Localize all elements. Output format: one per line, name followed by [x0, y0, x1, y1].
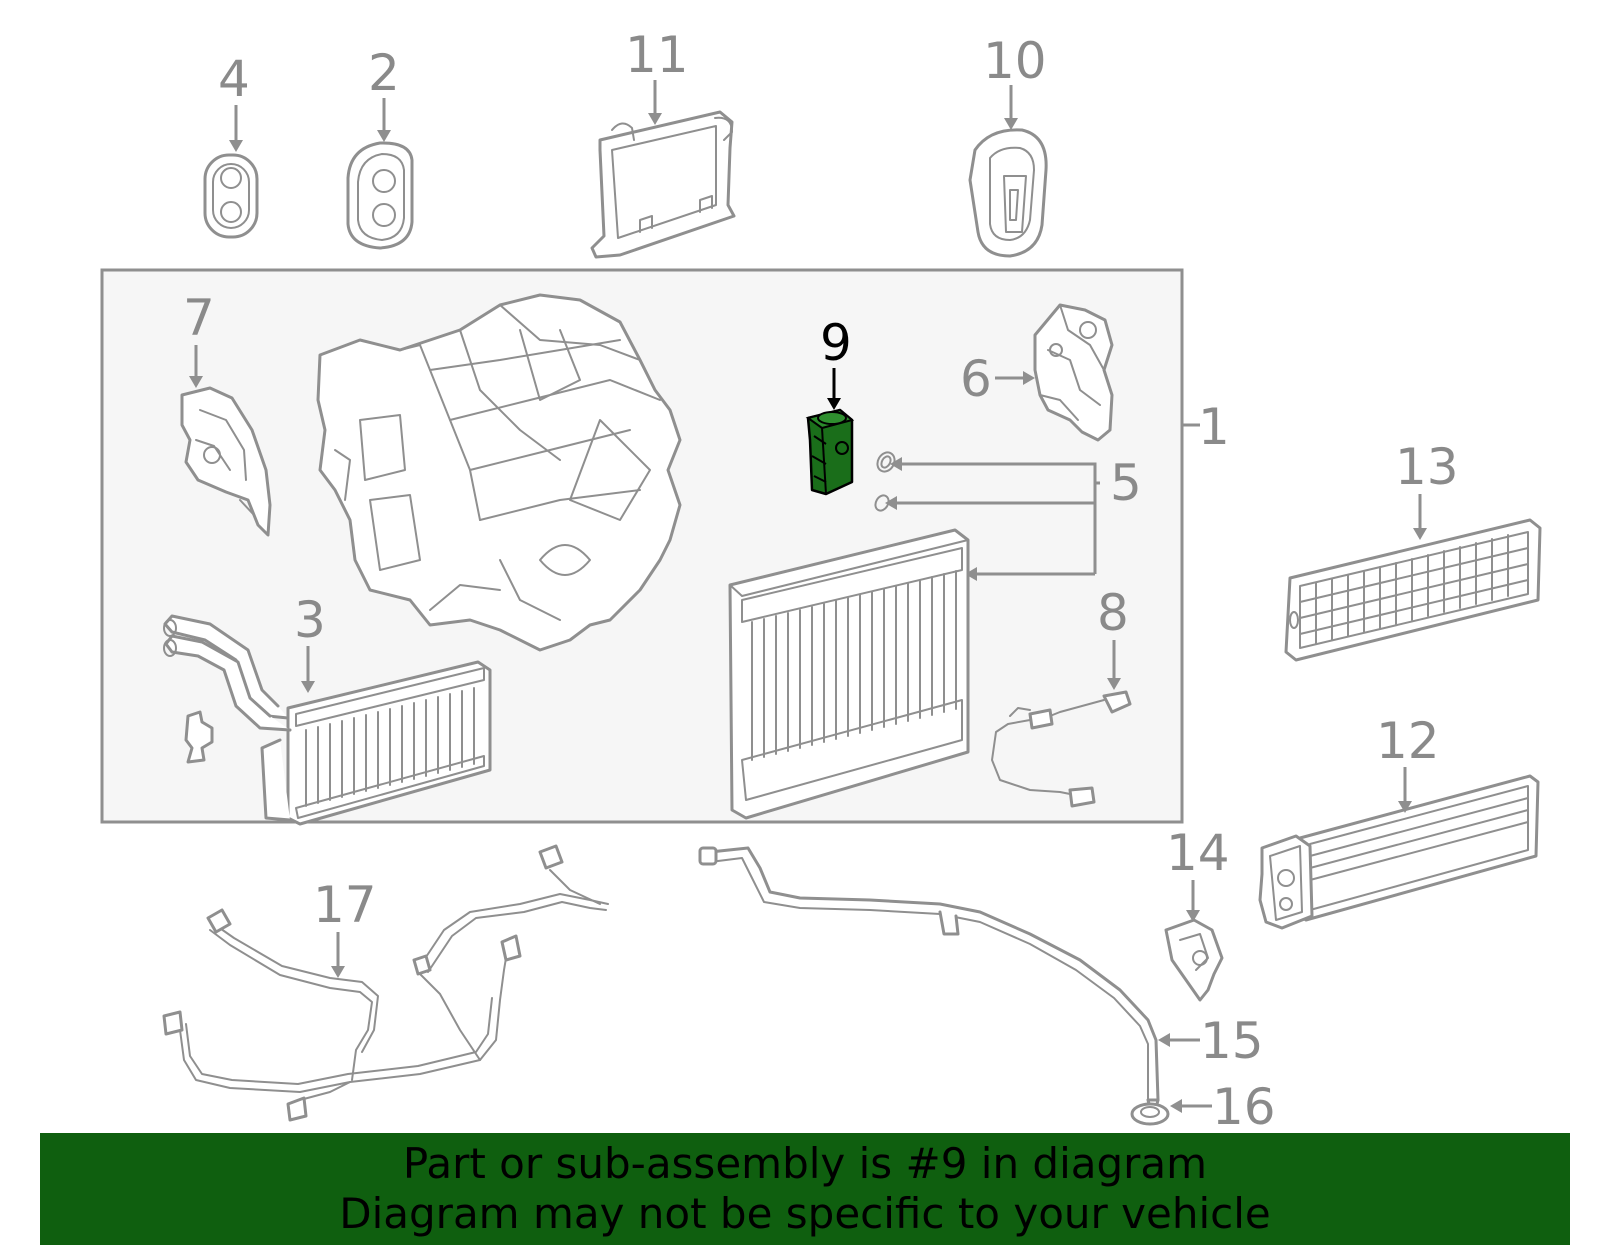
part-11-cover[interactable] [590, 110, 736, 259]
callout-14: 14 [1166, 824, 1230, 922]
callout-6: 6 [960, 350, 1035, 408]
svg-text:9: 9 [820, 314, 852, 372]
svg-text:6: 6 [960, 350, 992, 408]
part-10-duct[interactable] [968, 128, 1048, 258]
svg-text:14: 14 [1166, 824, 1230, 882]
callout-1: 1 [1182, 398, 1230, 456]
banner-line-2: Diagram may not be specific to your vehi… [339, 1189, 1271, 1238]
svg-text:15: 15 [1200, 1012, 1264, 1070]
callout-12: 12 [1376, 712, 1440, 813]
svg-text:10: 10 [983, 32, 1047, 90]
part-13-filter[interactable] [1284, 518, 1542, 662]
part-16-clip[interactable] [1130, 1102, 1170, 1126]
part-5-orings[interactable] [873, 449, 898, 513]
callout-16: 16 [1170, 1078, 1276, 1136]
callout-8: 8 [1097, 584, 1129, 690]
svg-text:2: 2 [368, 44, 400, 102]
callout-17: 17 [313, 876, 377, 978]
part-17-wire-harness[interactable] [162, 844, 609, 1122]
svg-text:7: 7 [183, 289, 215, 347]
svg-text:11: 11 [625, 26, 689, 84]
svg-text:4: 4 [218, 50, 250, 108]
svg-text:12: 12 [1376, 712, 1440, 770]
callout-9: 9 [820, 314, 852, 410]
svg-text:16: 16 [1212, 1078, 1276, 1136]
banner-line-1: Part or sub-assembly is #9 in diagram [402, 1139, 1208, 1188]
part-12-heater[interactable] [1258, 774, 1540, 930]
evaporator[interactable] [728, 528, 970, 820]
callout-11: 11 [625, 26, 689, 125]
callout-15: 15 [1158, 1012, 1264, 1070]
callout-13: 13 [1395, 438, 1459, 540]
part-3-heater-core[interactable] [163, 614, 492, 826]
part-6-actuator[interactable] [1033, 303, 1114, 442]
part-14-bracket[interactable] [1164, 918, 1224, 1002]
heater-case[interactable] [316, 293, 682, 652]
part-15-pipe[interactable] [698, 846, 1160, 1110]
callout-5: 5 [885, 454, 1142, 581]
part-7-actuator[interactable] [180, 386, 272, 537]
svg-text:5: 5 [1110, 454, 1142, 512]
part-4-grommet[interactable] [203, 153, 259, 239]
svg-text:3: 3 [294, 591, 326, 649]
callout-3: 3 [294, 591, 326, 693]
part-8-sensor[interactable] [991, 690, 1132, 808]
part-9-expansion-valve[interactable] [805, 408, 855, 496]
svg-text:8: 8 [1097, 584, 1129, 642]
evaporator-fins [751, 570, 957, 761]
part-2-grommet[interactable] [346, 141, 414, 250]
svg-text:1: 1 [1198, 398, 1230, 456]
callout-10: 10 [983, 32, 1047, 130]
svg-text:17: 17 [313, 876, 377, 934]
callout-2: 2 [368, 44, 400, 142]
callout-7: 7 [183, 289, 215, 388]
svg-text:13: 13 [1395, 438, 1459, 496]
info-banner: Part or sub-assembly is #9 in diagram Di… [40, 1133, 1570, 1245]
bracket-small[interactable] [184, 710, 214, 764]
callout-4: 4 [218, 50, 250, 152]
